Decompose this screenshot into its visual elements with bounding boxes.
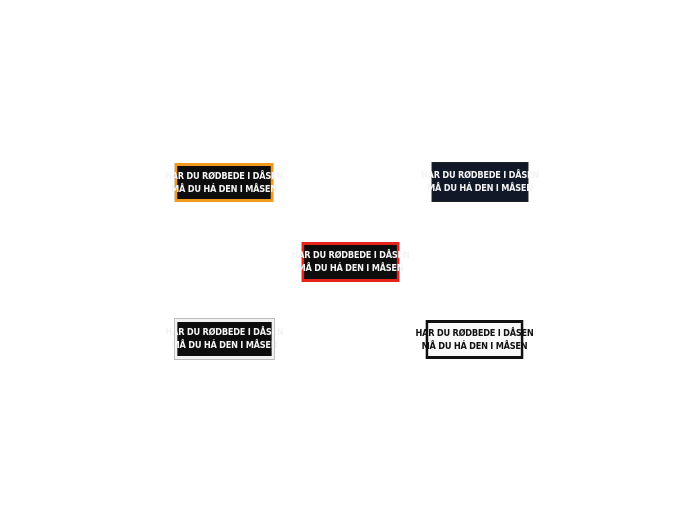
patch-white: HAR DU RØDBEDE I DÅSEN MÅ DU HÁ DEN I MÅ… bbox=[416, 320, 534, 359]
patch-line-2: MÅ DU HÁ DEN I MÅSEN bbox=[421, 340, 528, 352]
patch-line-1: HAR DU RØDBEDE I DÅSEN bbox=[415, 327, 534, 339]
patch-line-1: HAR DU RØDBEDE I DÅSEN bbox=[421, 170, 539, 181]
patch-navy: HAR DU RØDBEDE I DÅSEN MÅ DU HÁ DEN I MÅ… bbox=[421, 162, 539, 202]
patch-line-2: MÅ DU HÁ DEN I MÅSEN bbox=[297, 263, 404, 274]
patch-line-1: HAR DU RØDBEDE I DÅSEN bbox=[291, 250, 410, 261]
patch-line-1: HAR DU RØDBEDE I DÅSEN bbox=[165, 170, 283, 182]
patch-red-border: HAR DU RØDBEDE I DÅSEN MÅ DU HÁ DEN I MÅ… bbox=[292, 242, 410, 282]
patch-line-2: MÅ DU HÁ DEN I MÅSEN bbox=[171, 183, 277, 195]
patch-line-2: MÅ DU HÁ DEN I MÅSEN bbox=[171, 340, 278, 351]
patch-line-1: HAR DU RØDBEDE I DÅSEN bbox=[165, 327, 284, 338]
patch-white-border: HAR DU RØDBEDE I DÅSEN MÅ DU HÁ DEN I MÅ… bbox=[166, 318, 284, 360]
patch-orange-border: HAR DU RØDBEDE I DÅSEN MÅ DU HÁ DEN I MÅ… bbox=[165, 163, 283, 202]
patch-line-2: MÅ DU HÁ DEN I MÅSEN bbox=[427, 183, 533, 194]
